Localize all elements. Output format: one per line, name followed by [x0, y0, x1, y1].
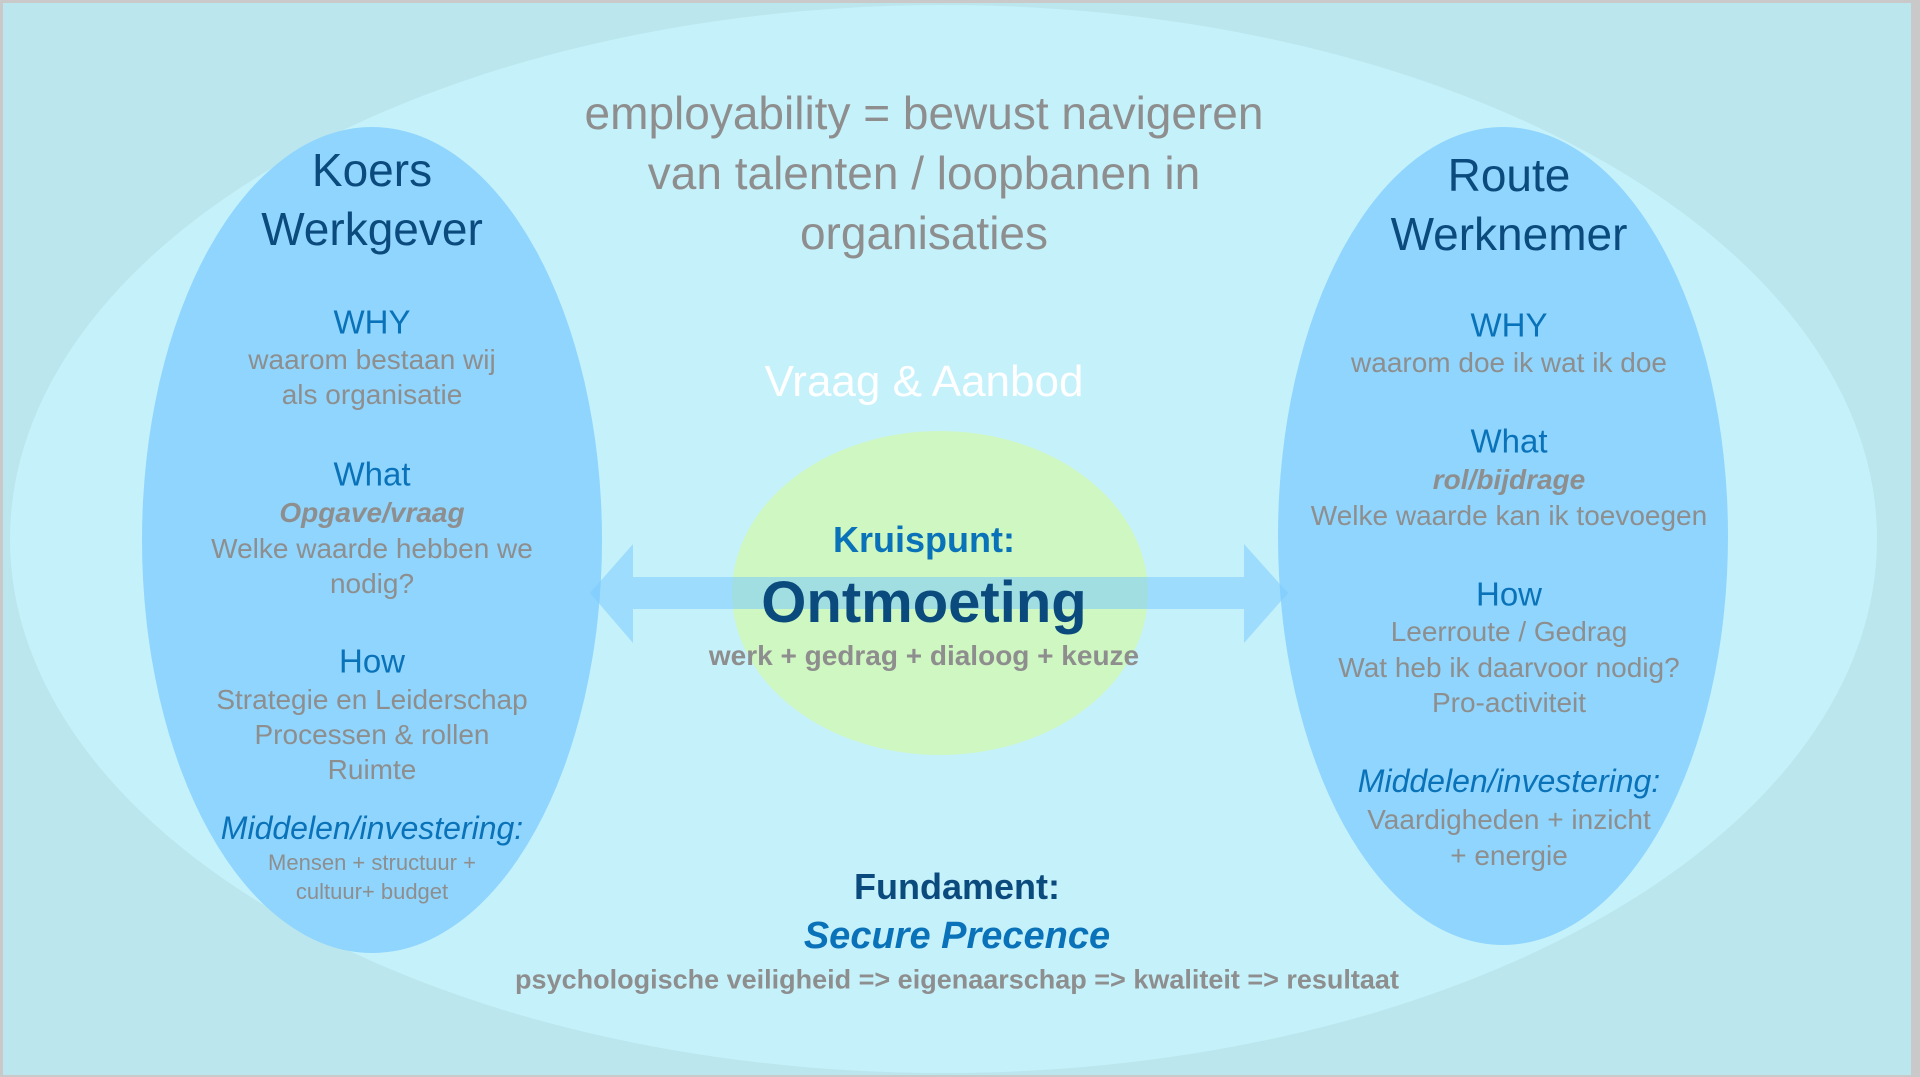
- right-how-line: Pro-activiteit: [1431, 687, 1587, 718]
- kruispunt-label: Kruispunt:: [833, 519, 1015, 560]
- title-line-3: organisaties: [799, 207, 1049, 259]
- left-how-line: Processen & rollen: [254, 719, 490, 750]
- left-middelen-label: Middelen/investering:: [220, 810, 524, 846]
- right-middelen-line: Vaardigheden + inzicht: [1367, 804, 1651, 835]
- left-what-emphasis: Opgave/vraag: [279, 497, 465, 528]
- left-why-line: waarom bestaan wij: [248, 344, 496, 375]
- werkgever-ellipse: [142, 127, 602, 953]
- werk-gedrag-line: werk + gedrag + dialoog + keuze: [708, 640, 1140, 671]
- right-heading-1: Route: [1447, 149, 1571, 201]
- title-line-1: employability = bewust navigeren: [584, 87, 1264, 139]
- werknemer-ellipse: [1278, 127, 1728, 945]
- left-why-line: als organisatie: [281, 379, 463, 410]
- right-heading-2: Werknemer: [1390, 208, 1628, 260]
- left-what-line: Welke waarde hebben we: [211, 533, 533, 564]
- left-how-label: How: [338, 642, 406, 680]
- left-why-label: WHY: [333, 303, 411, 341]
- slide: employability = bewust navigeren van tal…: [3, 3, 1911, 1075]
- right-middelen-label: Middelen/investering:: [1357, 763, 1661, 799]
- right-middelen-line: + energie: [1450, 840, 1568, 871]
- right-how-line: Leerroute / Gedrag: [1390, 616, 1628, 647]
- right-what-emphasis: rol/bijdrage: [1432, 464, 1586, 495]
- fundament-label: Fundament:: [854, 866, 1060, 907]
- right-how-label: How: [1475, 575, 1543, 613]
- left-how-line: Strategie en Leiderschap: [216, 684, 528, 715]
- secure-precence-label: Secure Precence: [803, 915, 1111, 957]
- left-heading-1: Koers: [311, 144, 433, 196]
- vraag-aanbod-label: Vraag & Aanbod: [764, 357, 1084, 406]
- right-what-label: What: [1470, 422, 1548, 460]
- ontmoeting-label: Ontmoeting: [761, 570, 1087, 635]
- right-why-line: waarom doe ik wat ik doe: [1351, 347, 1667, 378]
- fundament-chain: psychologische veiligheid => eigenaarsch…: [515, 964, 1399, 995]
- right-why-label: WHY: [1470, 306, 1548, 344]
- title-line-2: van talenten / loopbanen in: [647, 147, 1201, 199]
- left-middelen-line: Mensen + structuur +: [268, 850, 476, 875]
- left-what-line: nodig?: [329, 568, 415, 599]
- left-heading-2: Werkgever: [261, 203, 483, 255]
- right-what-line: Welke waarde kan ik toevoegen: [1310, 500, 1708, 531]
- left-how-line: Ruimte: [327, 754, 417, 785]
- right-how-line: Wat heb ik daarvoor nodig?: [1338, 652, 1680, 683]
- left-middelen-line: cultuur+ budget: [295, 879, 449, 904]
- left-what-label: What: [333, 455, 411, 493]
